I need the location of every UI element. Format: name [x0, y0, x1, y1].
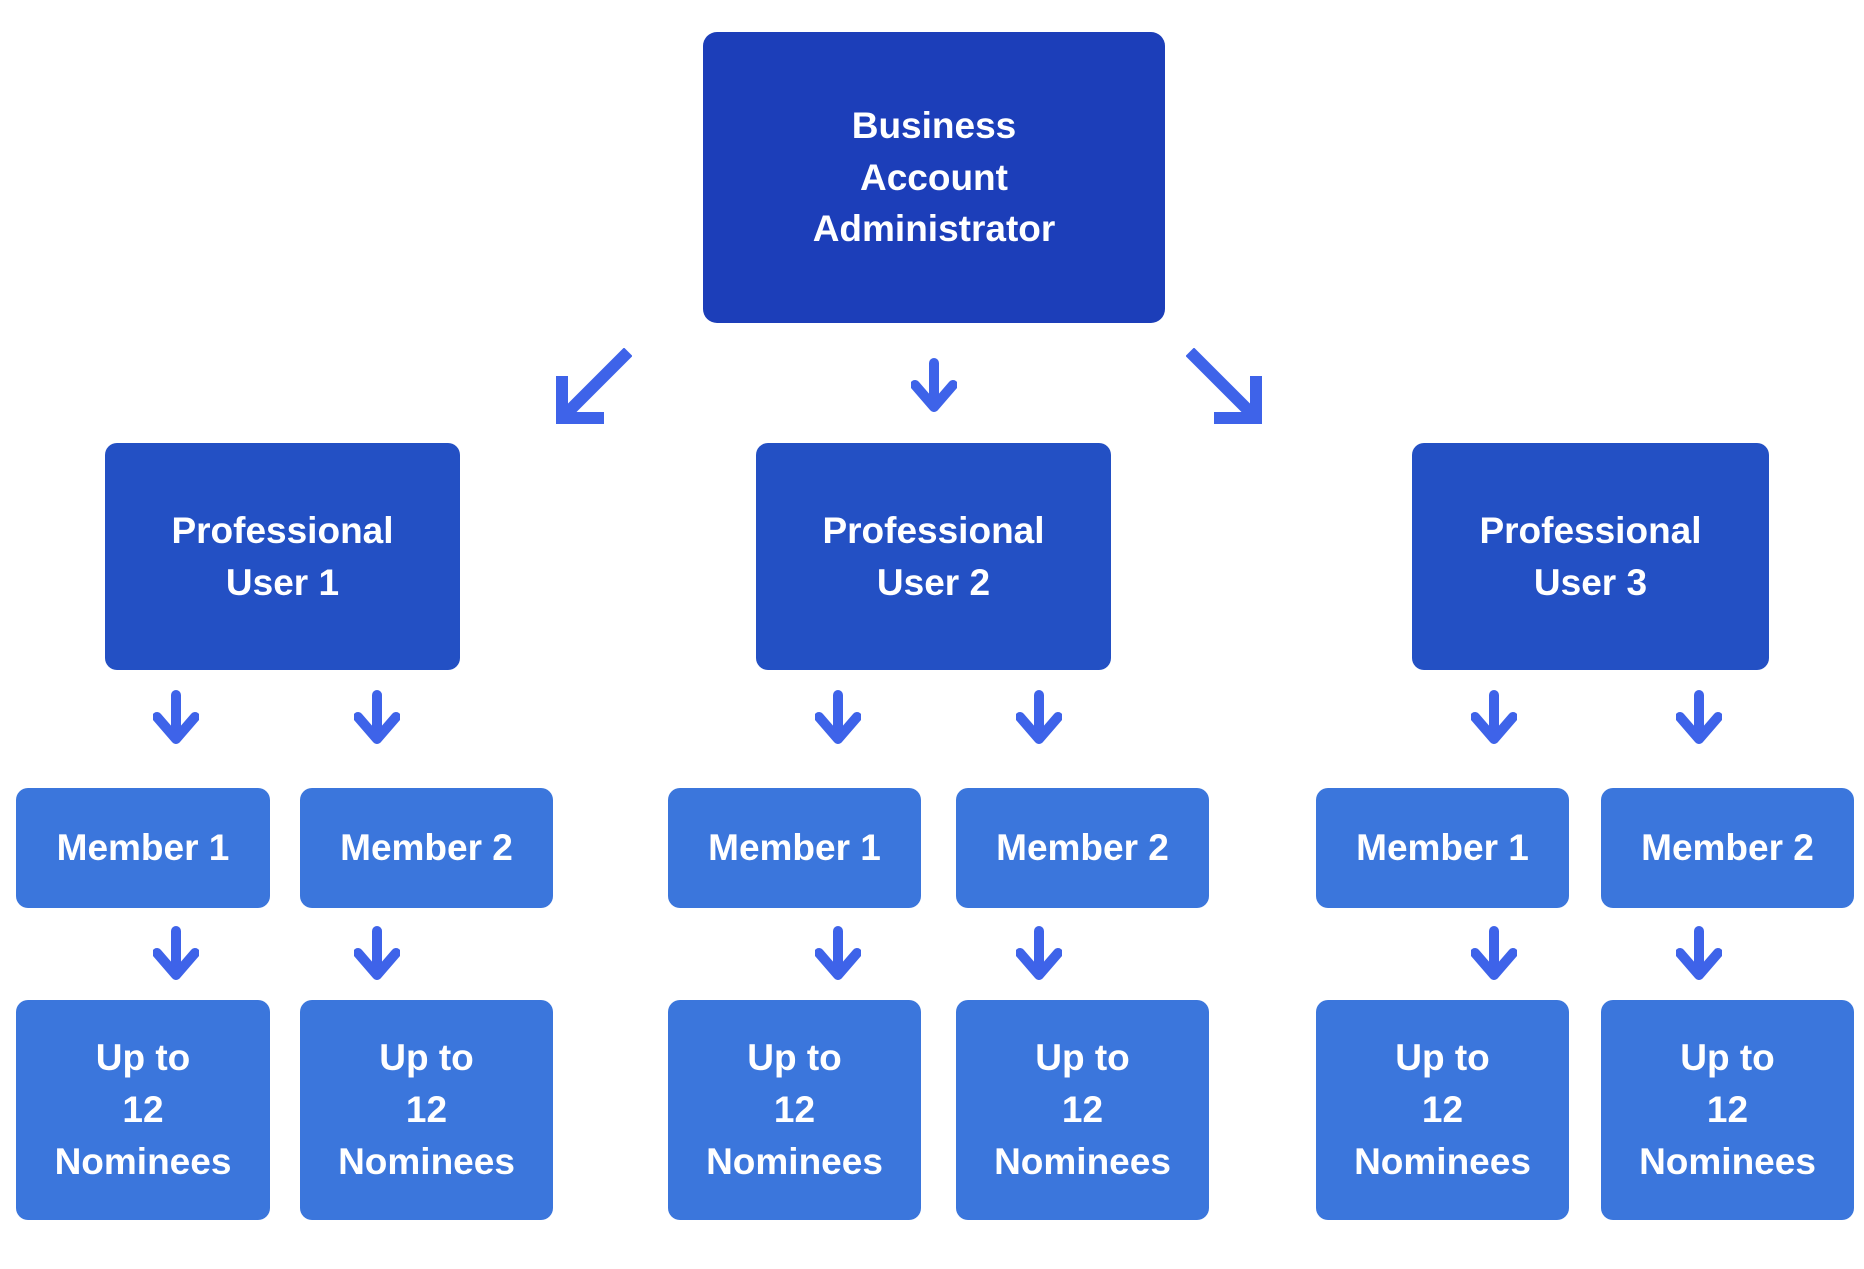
arrow-down-icon	[153, 690, 199, 744]
node-label: Member 1	[1356, 827, 1529, 869]
professional-user-3-node: Professional User 3	[1412, 443, 1769, 670]
arrow-down-icon	[911, 358, 957, 412]
nominees-node: Up to 12 Nominees	[668, 1000, 921, 1220]
member-node: Member 1	[668, 788, 921, 908]
member-node: Member 2	[1601, 788, 1854, 908]
node-label: Up to 12 Nominees	[1354, 1037, 1531, 1182]
node-label: Professional User 3	[1479, 509, 1702, 603]
node-label: Business Account Administrator	[812, 104, 1056, 250]
node-label: Member 2	[1641, 827, 1814, 869]
nominees-node: Up to 12 Nominees	[1316, 1000, 1569, 1220]
node-label: Up to 12 Nominees	[994, 1037, 1171, 1182]
arrow-down-icon	[1676, 690, 1722, 744]
arrow-down-icon	[815, 926, 861, 980]
node-label: Up to 12 Nominees	[1639, 1037, 1816, 1182]
nominees-node: Up to 12 Nominees	[16, 1000, 270, 1220]
arrow-down-icon	[1471, 926, 1517, 980]
professional-user-2-node: Professional User 2	[756, 443, 1111, 670]
node-label: Professional User 2	[822, 509, 1045, 603]
node-label: Member 1	[56, 827, 230, 869]
node-label: Up to 12 Nominees	[54, 1037, 232, 1182]
arrow-down-icon	[1676, 926, 1722, 980]
member-node: Member 2	[300, 788, 553, 908]
arrow-down-icon	[1471, 690, 1517, 744]
node-label: Up to 12 Nominees	[338, 1037, 515, 1182]
business-account-administrator-node: Business Account Administrator	[703, 32, 1165, 323]
node-label: Member 2	[996, 827, 1169, 869]
arrow-diagonal-down-left-icon	[556, 348, 632, 424]
arrow-down-icon	[354, 926, 400, 980]
arrow-down-icon	[153, 926, 199, 980]
nominees-node: Up to 12 Nominees	[1601, 1000, 1854, 1220]
professional-user-1-node: Professional User 1	[105, 443, 460, 670]
arrow-down-icon	[1016, 926, 1062, 980]
node-label: Professional User 1	[171, 509, 394, 603]
nominees-node: Up to 12 Nominees	[956, 1000, 1209, 1220]
arrow-diagonal-down-right-icon	[1186, 348, 1262, 424]
arrow-down-icon	[354, 690, 400, 744]
node-label: Up to 12 Nominees	[706, 1037, 883, 1182]
member-node: Member 2	[956, 788, 1209, 908]
member-node: Member 1	[16, 788, 270, 908]
arrow-down-icon	[815, 690, 861, 744]
node-label: Member 2	[340, 827, 513, 869]
nominees-node: Up to 12 Nominees	[300, 1000, 553, 1220]
member-node: Member 1	[1316, 788, 1569, 908]
node-label: Member 1	[708, 827, 881, 869]
arrow-down-icon	[1016, 690, 1062, 744]
